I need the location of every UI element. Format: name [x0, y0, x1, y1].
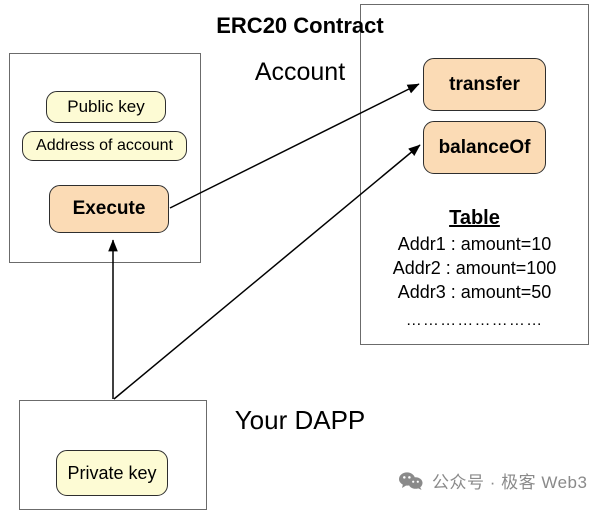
edge-execute-to-transfer — [169, 83, 420, 209]
dapp-title: Your DAPP — [234, 405, 366, 435]
erc20-table: Table Addr1 : amount=10 Addr2 : amount=1… — [362, 206, 587, 332]
erc20-table-ellipsis: …………………… — [405, 312, 544, 329]
node-transfer[interactable]: transfer — [423, 58, 546, 111]
node-public-key[interactable]: Public key — [46, 91, 166, 123]
erc20-table-heading: Table — [449, 207, 500, 229]
erc20-table-row: Addr2 : amount=100 — [392, 258, 557, 278]
node-address-of-account[interactable]: Address of account — [22, 131, 187, 161]
node-execute[interactable]: Execute — [49, 185, 169, 233]
watermark-text: 公众号 · 极客 Web3 — [432, 473, 588, 492]
wechat-icon — [399, 471, 423, 490]
erc20-table-row: Addr1 : amount=10 — [397, 234, 552, 254]
edge-dapp-to-balanceof — [113, 144, 421, 400]
account-title: Account — [254, 58, 346, 86]
node-balanceof[interactable]: balanceOf — [423, 121, 546, 174]
erc20-contract-title: ERC20 Contract — [216, 13, 384, 38]
watermark: 公众号 · 极客 Web3 — [398, 468, 587, 493]
erc20-table-row: Addr3 : amount=50 — [397, 282, 552, 302]
node-private-key[interactable]: Private key — [56, 450, 168, 496]
